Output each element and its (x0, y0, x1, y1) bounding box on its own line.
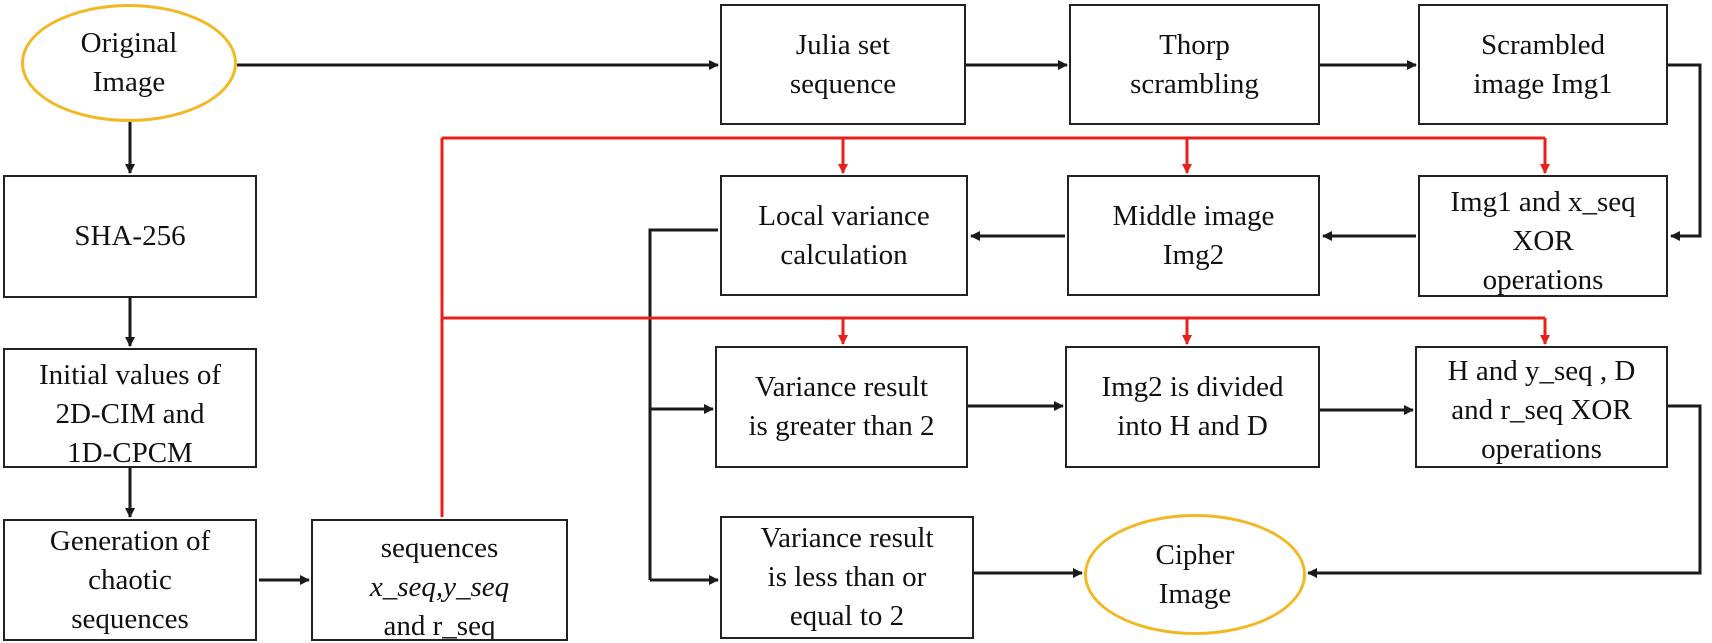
node-text-line: x_seq,y_seq (369, 571, 510, 603)
scrambled-image-node: Scrambled image Img1 (1418, 4, 1668, 125)
node-text-line: Original (80, 27, 178, 59)
julia-set-node: Julia set sequence (720, 4, 966, 125)
img2-divided-node: Img2 is divided into H and D (1065, 346, 1320, 468)
node-text-line: sequences (380, 532, 499, 564)
node-text-line: Generation of (49, 524, 211, 557)
node-text-line: Julia set (795, 28, 891, 61)
node-text-line: into H and D (1117, 410, 1268, 442)
node-text-line: and r_seq (383, 610, 496, 641)
node-text-line: scrambling (1130, 67, 1259, 100)
node-text-line: 2D-CIM and (55, 398, 205, 430)
sequences-node: sequences x_seq,y_seq and r_seq (311, 519, 568, 641)
node-text-line: is greater than 2 (748, 410, 935, 442)
middle-image-node: Middle image Img2 (1067, 175, 1320, 296)
node-text-line: Middle image (1112, 199, 1275, 232)
node-text-line: Image (92, 66, 166, 98)
node-text-line: Initial values of (38, 359, 221, 391)
node-text-line: Local variance (758, 199, 930, 232)
node-text-line: Image (1158, 577, 1232, 610)
node-text-line: and r_seq XOR (1451, 393, 1632, 426)
node-text-line: 1D-CPCM (67, 437, 193, 468)
cipher-image-node: Cipher Image (1084, 514, 1306, 635)
initial-values-node: Initial values of 2D-CIM and 1D-CPCM (3, 348, 257, 468)
variance-greater-node: Variance result is greater than 2 (715, 346, 968, 468)
node-text-line: operations (1482, 263, 1604, 296)
node-text-line: Scrambled (1480, 28, 1605, 61)
node-text-line: calculation (780, 238, 908, 271)
node-text-line: equal to 2 (789, 600, 905, 632)
generation-node: Generation of chaotic sequences (3, 519, 257, 641)
node-text-line: is less than or (767, 561, 927, 593)
node-text-line: Img1 and x_seq (1450, 185, 1636, 218)
node-text-line: Variance result (754, 371, 929, 403)
original-image-node: Original Image (21, 4, 237, 122)
arrow-scrambled-to-xor1 (1668, 63, 1702, 241)
arrow-xor2-to-cipher (1307, 404, 1702, 578)
xor2-node: H and y_seq , D and r_seq XOR operations (1415, 346, 1668, 468)
sha-256-node: SHA-256 (3, 175, 257, 298)
node-text-line: Variance result (760, 522, 934, 554)
variance-less-node: Variance result is less than or equal to… (720, 516, 974, 639)
node-text-line: chaotic (88, 563, 172, 596)
node-text-line: Cipher (1155, 538, 1235, 571)
arrow-local-branch (648, 228, 718, 580)
thorp-scrambling-node: Thorp scrambling (1069, 4, 1320, 125)
xor1-node: Img1 and x_seq XOR operations (1418, 175, 1668, 297)
node-text-line: Thorp (1159, 28, 1230, 61)
node-text-line: sequence (789, 67, 897, 100)
node-text-line: operations (1481, 432, 1602, 465)
node-text-line: SHA-256 (74, 220, 186, 252)
local-variance-node: Local variance calculation (720, 175, 968, 296)
node-text-line: image Img1 (1473, 67, 1613, 100)
node-text-line: sequences (71, 602, 189, 635)
node-text-line: Img2 (1162, 238, 1225, 271)
node-text-line: H and y_seq , D (1447, 354, 1636, 387)
node-text-line: Img2 is divided (1101, 371, 1284, 403)
node-text-line: XOR (1512, 224, 1574, 257)
